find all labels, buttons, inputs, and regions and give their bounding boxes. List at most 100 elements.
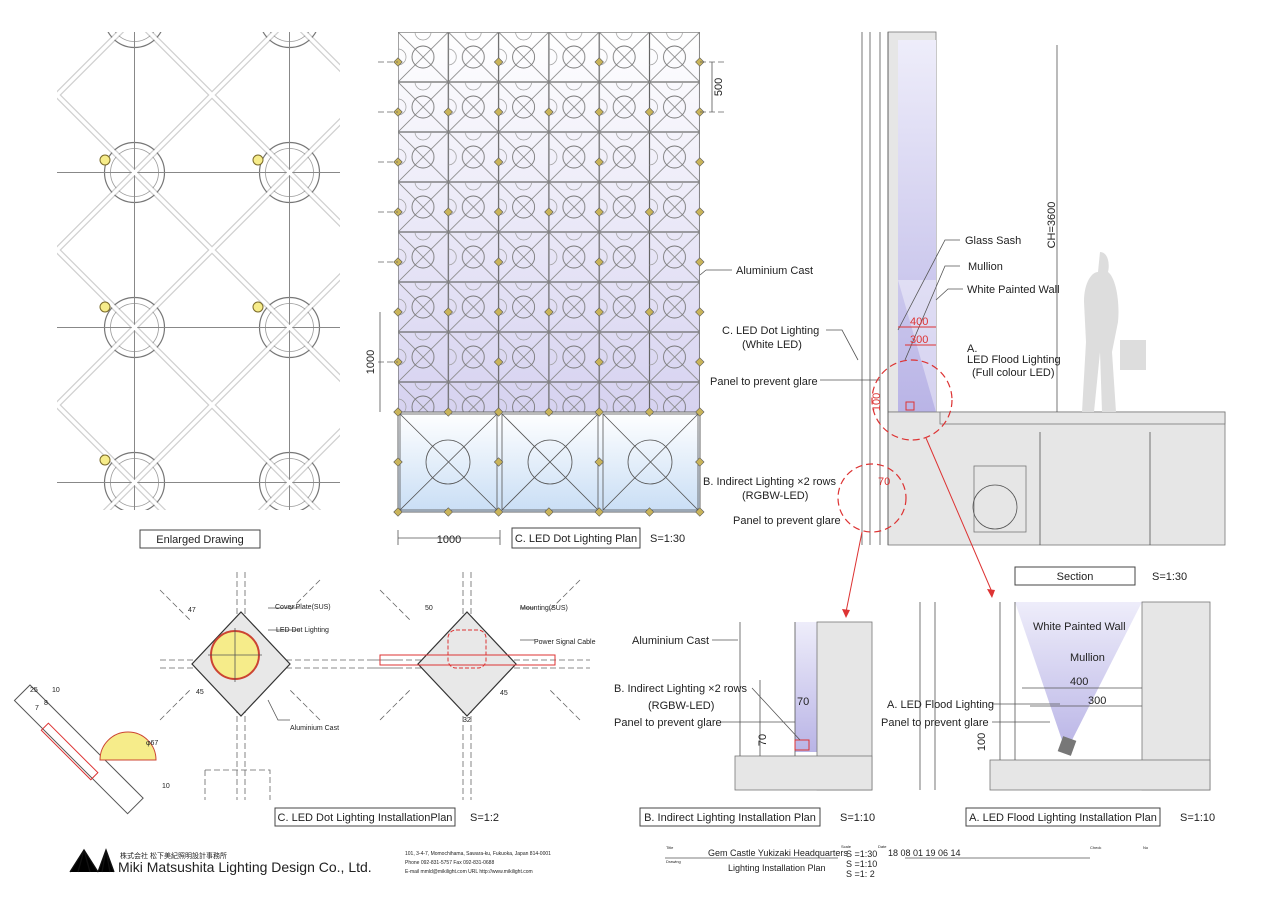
label-panel-glare-a: Panel to prevent glare [881,717,989,729]
led-dot-marker [493,307,504,317]
dim-400-a: 400 [1070,676,1088,688]
led-dot-marker [695,57,705,67]
install-a-scale: S=1:10 [1180,812,1215,824]
drawing-label: Drawing [666,859,681,864]
check-label: Check [1090,845,1101,850]
company-logo [69,848,115,873]
dates: 18 08 01 19 06 14 [888,848,961,858]
led-dot-marker [594,307,604,317]
install-a-label: A. LED Flood Lighting Installation Plan [969,812,1157,824]
led-dot-marker [443,407,453,417]
enlarged-drawing: Enlarged Drawing [57,32,340,549]
title-label: Title [666,845,674,850]
dim-height: 1000 [365,350,377,374]
title-block: Title Gem Castle Yukizaki Headquarters D… [665,844,1149,879]
drawing-name: Lighting Installation Plan [728,863,826,873]
dot-plan-label: C. LED Dot Lighting Plan [515,533,637,545]
led-dot-lighting-plan: 500 1000 1000 C. LED Dot Lighting Plan S… [365,32,725,549]
led-dot-marker [594,257,604,267]
led-dot-marker [443,107,453,117]
led-dot-icon [252,301,264,313]
dim: 45 [500,690,508,697]
led-dot-marker [695,307,705,317]
label-aluminium-cast-b: Aluminium Cast [632,635,709,647]
dim: φ67 [146,740,158,747]
led-dot-marker [443,207,453,217]
label-mullion-a: Mullion [1070,652,1105,664]
install-b-label: B. Indirect Lighting Installation Plan [644,812,816,824]
led-dot-marker [493,107,504,117]
led-dot-marker [594,457,604,467]
led-dot-marker [493,257,504,267]
led-dot-marker [493,457,504,467]
led-dot-marker [695,507,705,517]
label-glass-sash: Glass Sash [965,235,1021,247]
led-dot-marker [644,207,655,217]
install-c-scale: S=1:2 [470,812,499,824]
dim-100-a: 100 [976,733,988,751]
company-block: 株式会社 松下美紀照明設計事務所 Miki Matsushita Lightin… [69,848,551,875]
label-mullion: Mullion [968,261,1003,273]
callout-indirect-lighting: B. Indirect Lighting ×2 rows [703,476,836,488]
section-label: Section [1057,571,1094,583]
led-dot-marker [443,307,453,317]
led-dot-marker [493,407,504,417]
dim: 50 [425,605,433,612]
label-flood-a: A. [967,343,977,355]
led-dot-marker [594,157,604,167]
label-cover-plate: Cover Plate(SUS) [275,604,331,611]
callout-indirect-sub: (RGBW-LED) [742,490,808,502]
label-power-cable: Power Signal Cable [534,639,596,646]
install-c-label: C. LED Dot Lighting InstallationPlan [278,812,453,824]
company-name-jp: 株式会社 松下美紀照明設計事務所 [120,851,227,860]
led-dot-marker [695,107,705,117]
label-white-wall-a: White Painted Wall [1033,621,1126,633]
label-flood-a: A. LED Flood Lighting [887,699,994,711]
led-dot-marker [594,207,604,217]
enlarged-drawing-label: Enlarged Drawing [156,534,243,546]
label-white-wall: White Painted Wall [967,284,1060,296]
dim-100: 100 [871,393,883,411]
led-dot-icon [99,154,111,166]
company-email: E-mail mmld@mikilight.com URL http://www… [405,869,533,875]
led-dot-marker [695,407,705,417]
callout-panel-glare: Panel to prevent glare [710,376,818,388]
led-dot-markers [393,57,705,517]
callouts: Aluminium Cast C. LED Dot Lighting (Whit… [699,265,880,527]
led-dot-marker [594,407,604,417]
label-mounting: Mounting(SUS) [520,605,568,612]
company-phone: Phone 092-831-5757 Fax 092-831-0688 [405,860,494,866]
led-dot-marker [544,307,554,317]
label-indirect-sub-b: (RGBW-LED) [648,700,714,712]
scale-value: S =1:30 [846,849,877,859]
led-dot-marker [544,407,554,417]
led-dot-marker [393,507,403,517]
led-dot-marker [644,307,655,317]
dim: 8 [44,700,48,707]
company-name: Miki Matsushita Lighting Design Co., Ltd… [118,859,372,875]
project-title: Gem Castle Yukizaki Headquarters [708,848,848,858]
callout-dot-lighting-sub: (White LED) [742,339,802,351]
led-dot-marker [544,507,554,517]
led-dot-marker [644,107,655,117]
led-dot-marker [644,407,655,417]
scale-value: S =1: 2 [846,869,875,879]
scale-value: S =1:10 [846,859,877,869]
dim: 10 [52,687,60,694]
led-dot-icon [252,154,264,166]
dim: 47 [188,607,196,614]
date-label: Date [878,844,887,849]
led-dot-marker [493,157,504,167]
led-dot-marker [493,507,504,517]
callout-panel-glare-2: Panel to prevent glare [733,515,841,527]
dim-width: 1000 [437,534,461,546]
led-dot-marker [695,157,705,167]
led-dot-marker [594,357,604,367]
dot-installation-plan: Cover Plate(SUS) LED Dot Lighting Alumin… [13,572,596,827]
led-dot-icon [99,454,111,466]
label-flood-sub: (Full colour LED) [972,367,1055,379]
company-address: 101, 3-4-7, Momochihama, Sawara-ku, Fuku… [405,851,551,857]
led-dot-marker [544,107,554,117]
led-dot-marker [594,107,604,117]
